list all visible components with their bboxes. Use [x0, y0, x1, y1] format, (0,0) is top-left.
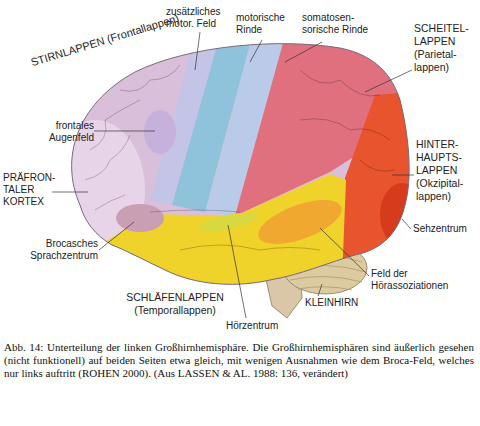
broca-area	[116, 204, 164, 232]
frontal-eye-field	[144, 110, 176, 154]
drawing-part	[228, 225, 246, 318]
brain-outline	[72, 44, 409, 285]
drawing-part	[285, 42, 322, 62]
region-label: Brocasches Sprachzentrum	[4, 238, 98, 262]
region-label: motorische Rinde	[236, 12, 298, 36]
drawing-part	[95, 195, 125, 210]
drawing-part	[120, 65, 180, 91]
drawing-part	[392, 175, 414, 176]
drawing-part	[402, 219, 411, 229]
drawing-part	[150, 210, 240, 212]
region-label: HINTER- HAUPTS- LAPPEN (Okzipital- lappe…	[416, 138, 478, 203]
drawing-part	[250, 40, 262, 62]
drawing-part	[300, 70, 380, 96]
drawing-part	[318, 284, 322, 296]
region-label: frontales Augenfeld	[30, 120, 94, 144]
drawing-part	[320, 228, 369, 276]
drawing-part	[195, 32, 200, 70]
drawing-part	[52, 192, 88, 193]
drawing-part	[298, 287, 352, 290]
region-label: SCHLÄFENLAPPEN (Temporallappen)	[110, 291, 240, 317]
auditory-association-field	[253, 191, 347, 253]
region-label: PRÄFRON- TALER KORTEX	[3, 172, 53, 208]
region-label: somatosen- sorische Rinde	[302, 12, 382, 36]
region-label: Sehzentrum	[413, 223, 477, 235]
sulci	[85, 65, 395, 250]
drawing-part	[180, 245, 320, 250]
region-label: Hörzentrum	[226, 320, 288, 332]
auditory-center	[197, 209, 259, 235]
region-label: KLEINHIRN	[305, 297, 375, 309]
region-label: SCHEITEL- LAPPEN (Parietal- lappen)	[414, 22, 476, 74]
figure-caption: Abb. 14: Unterteilung der linken Großhir…	[4, 341, 474, 380]
drawing-part	[365, 70, 412, 92]
drawing-part	[290, 276, 362, 282]
drawing-part	[90, 100, 140, 150]
drawing-part	[99, 222, 134, 250]
leader-lines	[52, 32, 414, 318]
region-label: Feld der Hörassoziationen	[371, 268, 475, 292]
region-label: zusätzliches motor. Feld	[166, 6, 234, 30]
drawing-part	[300, 119, 390, 140]
drawing-part	[94, 131, 155, 132]
drawing-part	[360, 160, 395, 171]
